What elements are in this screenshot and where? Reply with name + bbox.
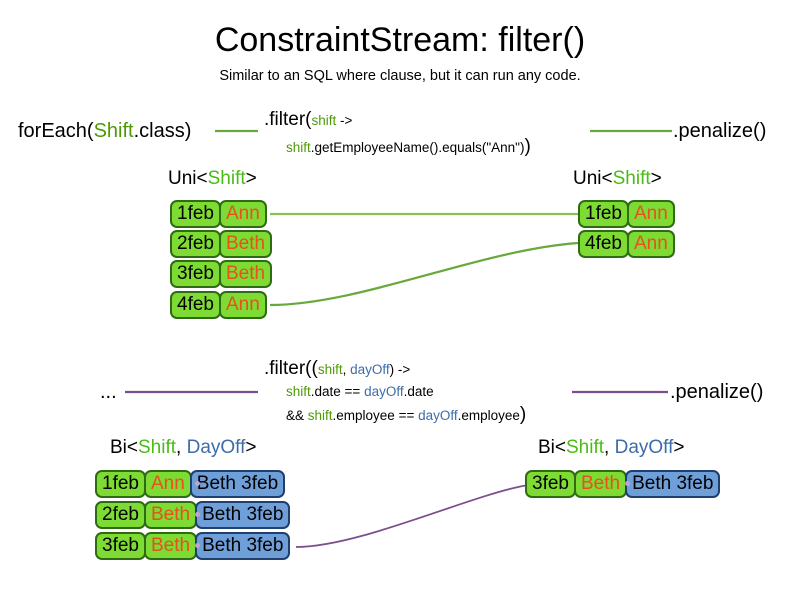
filter2-expression-line1: .filter((shift, dayOff) -> xyxy=(264,358,410,380)
shift-date-cell: 2feb xyxy=(170,230,221,258)
filter2-arrow: ) -> xyxy=(389,362,411,377)
bi-right-caption-suffix: > xyxy=(673,437,685,458)
uni-right-caption-type: Shift xyxy=(612,168,651,189)
shift-date-cell: 2feb xyxy=(95,501,146,529)
uni-right-caption-suffix: > xyxy=(650,168,662,189)
table-row[interactable]: 1feb Ann Beth 3feb xyxy=(95,470,286,498)
foreach-expression: forEach(Shift.class) xyxy=(18,119,191,143)
table-row[interactable]: 4feb Ann xyxy=(170,291,267,319)
table-row[interactable]: 2feb Beth xyxy=(170,230,273,258)
filter-body-text: .getEmployeeName().equals("Ann") xyxy=(310,140,525,155)
link-bi-3feb xyxy=(295,484,529,548)
page-title: ConstraintStream: filter() xyxy=(214,21,586,59)
filter2-param-comma: , xyxy=(342,362,351,377)
dayoff-cell: Beth 3feb xyxy=(625,470,721,498)
table-row[interactable]: 1feb Ann xyxy=(578,200,675,228)
penalize-expression-2: .penalize() xyxy=(670,381,764,403)
shift-name-cell: Beth xyxy=(573,470,628,498)
foreach-type: Shift xyxy=(93,120,134,142)
filter2-param-shift: shift xyxy=(317,362,343,377)
table-row[interactable]: 4feb Ann xyxy=(578,230,675,258)
table-row[interactable]: 2feb Beth Beth 3feb xyxy=(95,501,291,529)
bi-left-caption: Bi<Shift, DayOff> xyxy=(110,436,256,459)
bi-left-caption-type2: DayOff xyxy=(186,437,246,458)
foreach-prefix: forEach( xyxy=(18,120,94,142)
uni-right-caption-prefix: Uni< xyxy=(573,168,613,189)
shift-date-cell: 4feb xyxy=(170,291,221,319)
dayoff-cell: Beth 3feb xyxy=(189,470,286,498)
page-subtitle: Similar to an SQL where clause, but it c… xyxy=(219,68,581,84)
bi-right-caption-type2: DayOff xyxy=(614,437,674,458)
bi-right-caption: Bi<Shift, DayOff> xyxy=(538,436,684,459)
foreach-suffix: .class) xyxy=(133,120,192,142)
filter2-expression-line2: shift.date == dayOff.date xyxy=(286,383,434,401)
filter2-l3-shift: shift xyxy=(307,408,333,423)
filter2-l2-t2: .date xyxy=(403,384,434,399)
uni-right-caption: Uni<Shift> xyxy=(573,167,662,190)
filter-expression-line2: shift.getEmployeeName().equals("Ann")) xyxy=(286,136,531,157)
shift-name-cell: Ann xyxy=(218,200,267,228)
filter-body-param: shift xyxy=(286,140,311,155)
shift-date-cell: 1feb xyxy=(170,200,221,228)
filter2-l3-dayoff: dayOff xyxy=(418,408,458,423)
filter2-l3-t1: .employee == xyxy=(332,408,419,423)
dayoff-cell: Beth 3feb xyxy=(195,501,291,529)
bi-left-caption-type1: Shift xyxy=(138,437,177,458)
shift-date-cell: 1feb xyxy=(95,470,146,498)
shift-date-cell: 4feb xyxy=(578,230,629,258)
bi-left-caption-comma: , xyxy=(176,437,187,458)
shift-name-cell: Ann xyxy=(218,291,267,319)
link-uni-4feb xyxy=(269,241,579,307)
shift-name-cell: Beth xyxy=(218,260,273,288)
bi-right-caption-prefix: Bi< xyxy=(538,437,566,458)
join-dot xyxy=(195,543,200,548)
bi-left-caption-prefix: Bi< xyxy=(110,437,138,458)
shift-name-cell: Ann xyxy=(626,200,675,228)
uni-left-caption: Uni<Shift> xyxy=(168,167,257,190)
filter2-close-paren: ) xyxy=(519,404,527,425)
table-row[interactable]: 3feb Beth Beth 3feb xyxy=(95,532,291,560)
bi-right-caption-comma: , xyxy=(604,437,615,458)
shift-name-cell: Beth xyxy=(143,532,198,560)
filter-close-paren: ) xyxy=(524,136,531,157)
shift-date-cell: 1feb xyxy=(578,200,629,228)
filter-param-shift: shift xyxy=(311,113,337,128)
filter-expression-line1: .filter(shift -> xyxy=(264,110,352,131)
table-row[interactable]: 3feb Beth Beth 3feb xyxy=(525,470,721,498)
filter2-l3-pre: && xyxy=(286,408,308,423)
join-dot xyxy=(195,512,200,517)
shift-date-cell: 3feb xyxy=(170,260,221,288)
filter2-l2-shift: shift xyxy=(286,384,311,399)
uni-left-caption-suffix: > xyxy=(245,168,257,189)
dayoff-cell: Beth 3feb xyxy=(195,532,291,560)
shift-name-cell: Beth xyxy=(143,501,198,529)
filter2-prefix: .filter(( xyxy=(264,358,318,379)
table-row[interactable]: 1feb Ann xyxy=(170,200,267,228)
shift-date-cell: 3feb xyxy=(95,532,146,560)
source-ellipsis: ... xyxy=(100,381,117,403)
shift-name-cell: Beth xyxy=(218,230,273,258)
filter-prefix: .filter( xyxy=(264,109,312,130)
filter2-expression-line3: && shift.employee == dayOff.employee) xyxy=(286,404,527,425)
filter2-l2-dayoff: dayOff xyxy=(364,384,404,399)
shift-name-cell: Ann xyxy=(626,230,675,258)
filter2-l2-t1: .date == xyxy=(310,384,365,399)
bi-left-caption-suffix: > xyxy=(245,437,257,458)
shift-date-cell: 3feb xyxy=(525,470,576,498)
filter2-l3-t2: .employee xyxy=(457,408,520,423)
join-dot xyxy=(195,481,200,486)
join-dot xyxy=(625,481,630,486)
uni-left-caption-type: Shift xyxy=(207,168,246,189)
filter2-param-dayoff: dayOff xyxy=(350,362,390,377)
table-row[interactable]: 3feb Beth xyxy=(170,260,273,288)
uni-left-caption-prefix: Uni< xyxy=(168,168,208,189)
penalize-expression: .penalize() xyxy=(673,120,767,142)
bi-right-caption-type1: Shift xyxy=(566,437,605,458)
filter-arrow: -> xyxy=(336,113,353,128)
shift-name-cell: Ann xyxy=(143,470,192,498)
